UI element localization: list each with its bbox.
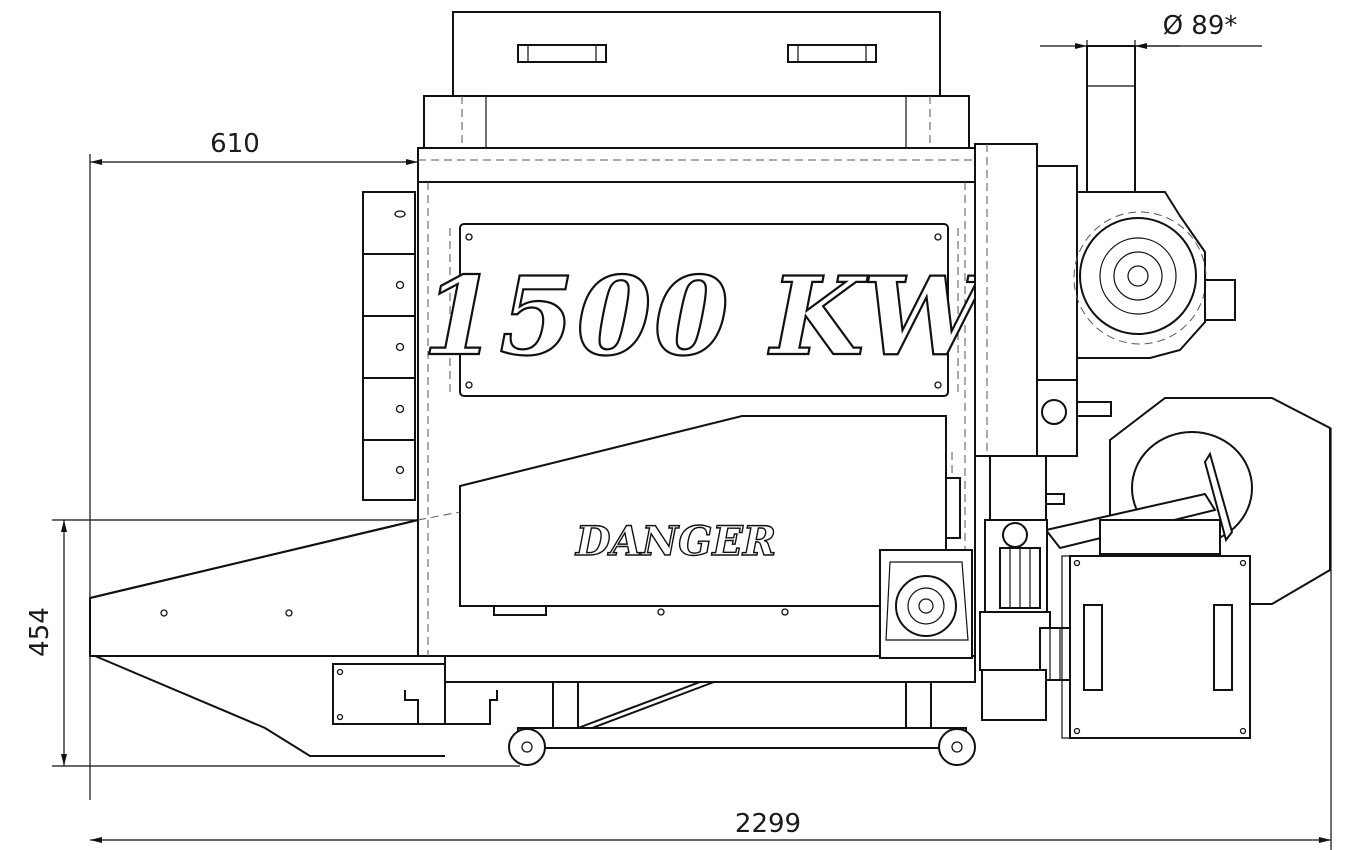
warning-label: DANGER <box>575 518 776 565</box>
side-rack <box>362 191 416 501</box>
side-door <box>1061 555 1251 739</box>
chassis <box>332 655 976 766</box>
dimension-2299: 2299 <box>90 428 1332 850</box>
hopper-shoulders <box>423 95 970 149</box>
panel-label: 1500 KW <box>422 254 993 380</box>
dimension-610: 610 <box>89 129 418 800</box>
hopper-lid <box>452 11 941 97</box>
feeder-housing: DANGER <box>459 415 961 616</box>
dimension-610-label: 610 <box>210 129 260 159</box>
dimension-diameter-label: Ø 89* <box>1163 11 1238 41</box>
blower-fan <box>1073 191 1236 359</box>
dimension-2299-label: 2299 <box>735 809 801 839</box>
dimension-diameter: Ø 89* <box>1040 11 1262 86</box>
dimension-454-label: 454 <box>25 607 55 657</box>
flue-housing <box>974 45 1136 457</box>
name-plate: 1500 KW <box>421 223 993 397</box>
auger-drive <box>879 455 1221 721</box>
dimension-454: 454 <box>25 519 520 767</box>
